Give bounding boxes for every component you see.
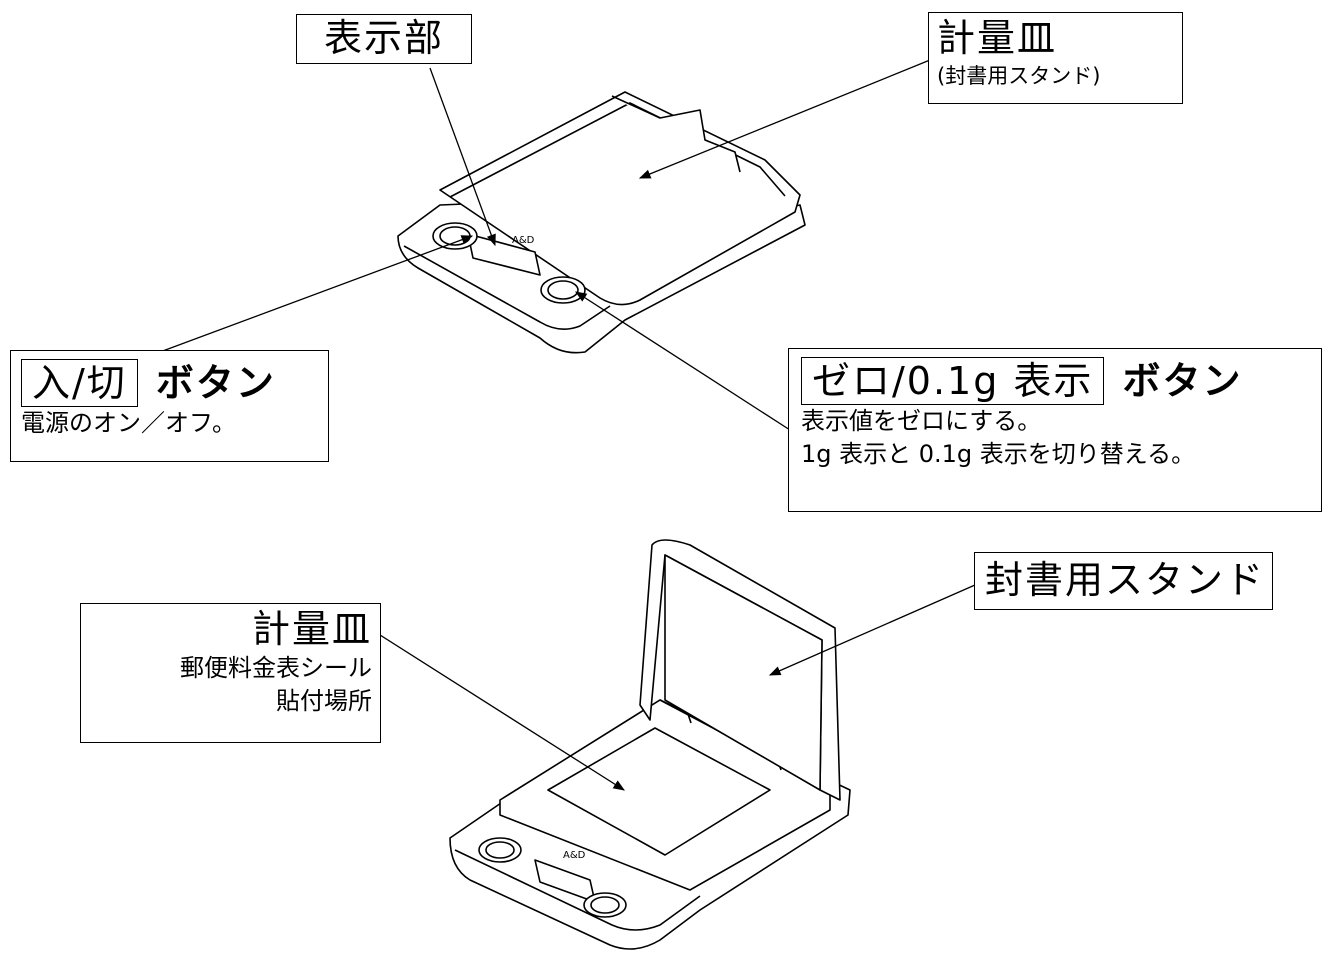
label-zero-title-row: ゼロ/0.1g 表示ボタン (801, 357, 1309, 405)
leader-zero (575, 291, 791, 431)
label-pan-top-subtitle: (封書用スタンド) (937, 64, 1101, 88)
zero-desc-1: 表示値をゼロにする。 (801, 407, 1042, 435)
label-pan-bottom: 計量皿 郵便料金表シール 貼付場所 (80, 603, 381, 743)
label-zero-button: ゼロ/0.1g 表示ボタン 表示値をゼロにする。 1g 表示と 0.1g 表示を… (788, 348, 1322, 512)
leader-pan-bottom (379, 634, 625, 791)
label-display-title: 表示部 (323, 16, 444, 60)
label-pan-top-title: 計量皿 (937, 16, 1058, 60)
leader-pan-top (638, 59, 931, 179)
label-pan-bottom-title: 計量皿 (251, 607, 372, 651)
power-suffix: ボタン (155, 361, 276, 405)
leader-stand (768, 584, 976, 676)
brand-mark-top: A&D (512, 235, 535, 246)
label-display: 表示部 (296, 14, 472, 64)
power-key-box: 入/切 (21, 359, 138, 407)
label-power-button: 入/切ボタン 電源のオン／オフ。 (10, 350, 329, 462)
brand-mark-bottom: A&D (563, 850, 586, 861)
label-pan-bottom-desc-2: 貼付場所 (276, 687, 372, 715)
zero-desc-2: 1g 表示と 0.1g 表示を切り替える。 (801, 440, 1196, 468)
label-stand: 封書用スタンド (974, 552, 1273, 610)
label-stand-title: 封書用スタンド (985, 558, 1266, 602)
zero-key-box: ゼロ/0.1g 表示 (801, 357, 1105, 405)
leader-lines (159, 59, 976, 791)
leader-power (159, 235, 474, 353)
scale-closed: A&D (397, 91, 806, 354)
zero-suffix: ボタン (1122, 359, 1243, 403)
leader-display (429, 67, 496, 247)
label-power-title-row: 入/切ボタン (21, 359, 318, 407)
scale-open: A&D (449, 539, 851, 950)
power-desc: 電源のオン／オフ。 (21, 409, 237, 437)
label-pan-top: 計量皿 (封書用スタンド) (928, 12, 1183, 104)
label-pan-bottom-desc-1: 郵便料金表シール (180, 654, 372, 682)
